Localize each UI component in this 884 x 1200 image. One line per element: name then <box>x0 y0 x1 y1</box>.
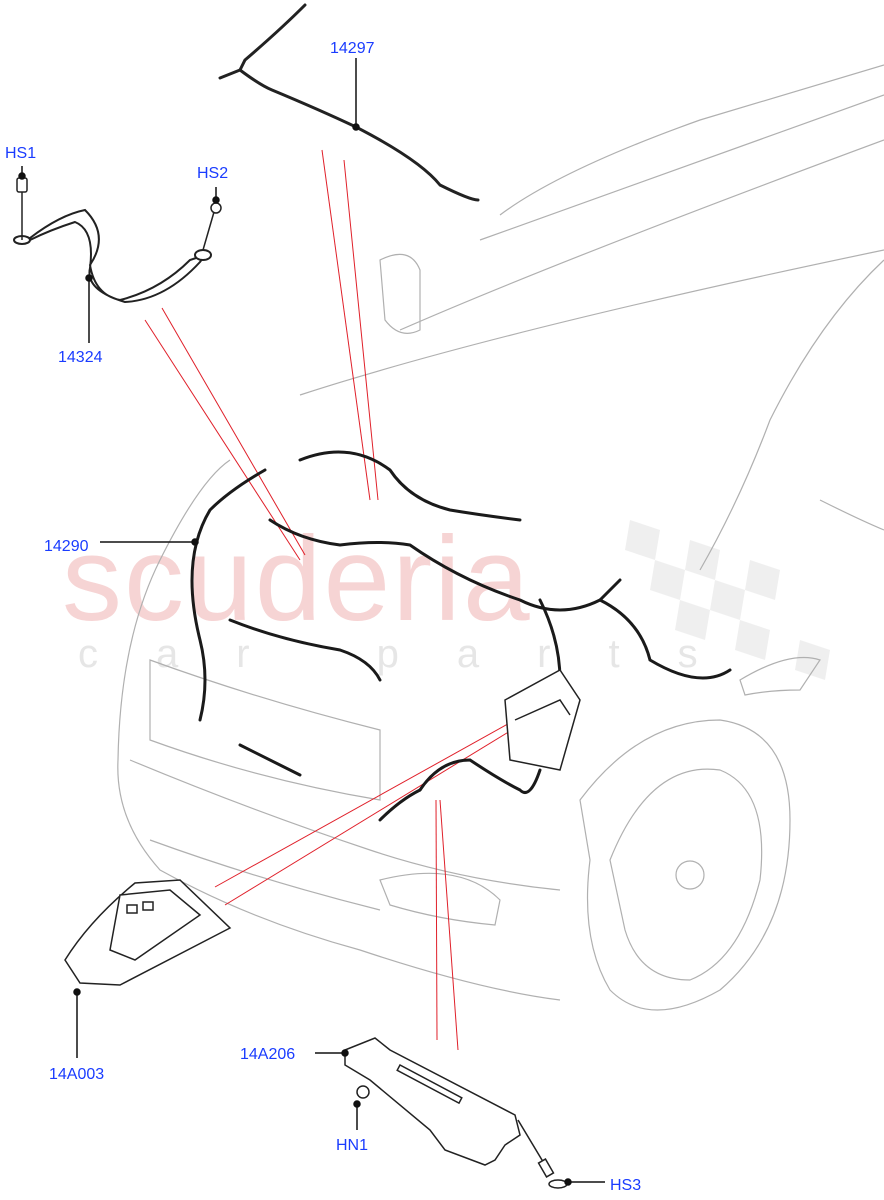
callout-14290[interactable]: 14290 <box>44 538 89 555</box>
callout-hs3[interactable]: HS3 <box>610 1177 642 1194</box>
callout-leaders <box>18 58 605 1186</box>
part-14A003-cover <box>64 879 232 986</box>
fastener-hs2 <box>202 202 222 251</box>
callout-hn1[interactable]: HN1 <box>336 1137 369 1154</box>
fuse-box <box>504 669 581 771</box>
nut-hn1 <box>356 1085 370 1099</box>
vehicle-outline <box>117 64 884 1011</box>
callout-14A003[interactable]: 14A003 <box>49 1066 105 1083</box>
callout-hs2[interactable]: HS2 <box>197 165 229 182</box>
callout-14297[interactable]: 14297 <box>330 40 375 57</box>
screw-hs3 <box>517 1119 568 1189</box>
fastener-hs1 <box>16 177 28 240</box>
leader-lines-red <box>144 149 516 1051</box>
callout-14A206[interactable]: 14A206 <box>240 1046 296 1063</box>
part-14324-ground-strap <box>13 208 212 304</box>
checkered-flag-watermark <box>625 520 830 680</box>
callout-hs1[interactable]: HS1 <box>5 145 37 162</box>
part-14290-main-harness <box>190 450 732 822</box>
part-14297-harness <box>218 3 480 202</box>
part-14A206-bracket <box>344 1037 521 1166</box>
watermark-sub: car parts <box>78 632 756 676</box>
callout-14324[interactable]: 14324 <box>58 349 103 366</box>
